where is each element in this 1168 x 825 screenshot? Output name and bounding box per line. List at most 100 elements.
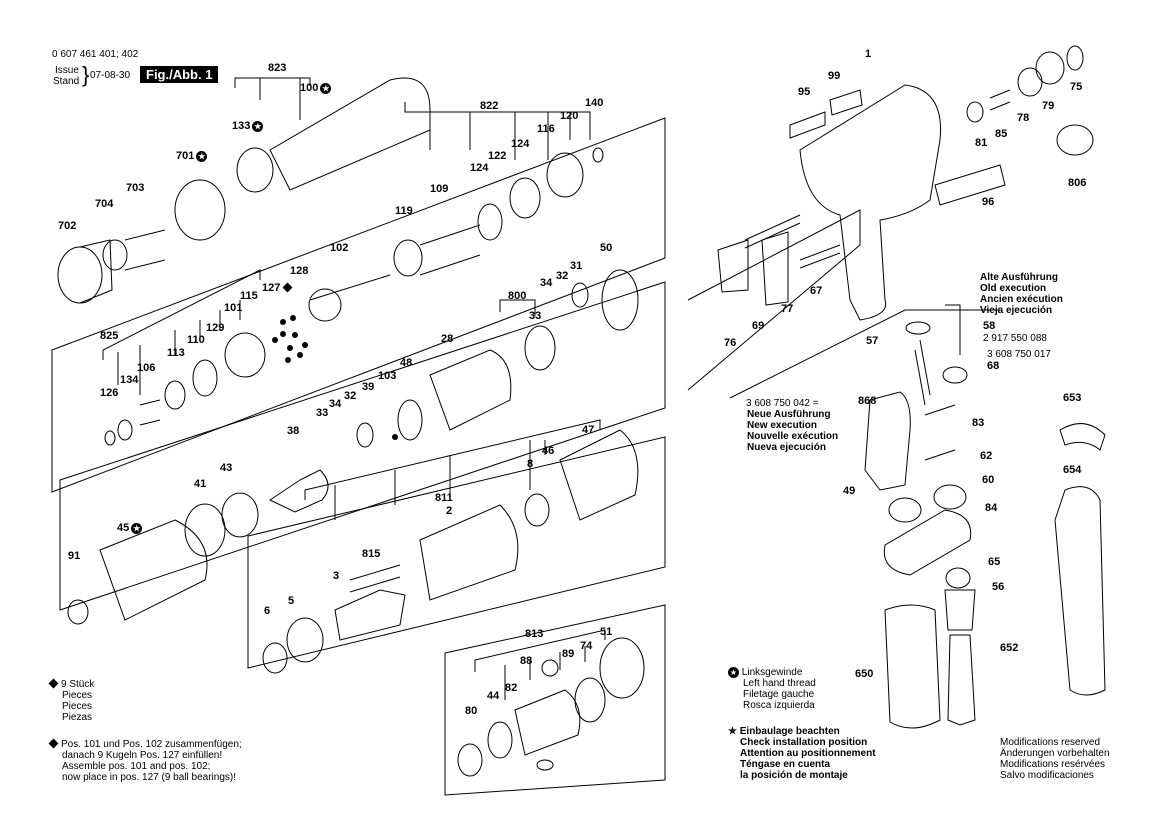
callout-number: 77 — [781, 303, 794, 315]
callout-124: 124 — [511, 138, 529, 150]
callout-823: 823 — [268, 62, 286, 74]
callout-number: 103 — [378, 370, 397, 382]
callout-number: 815 — [362, 548, 381, 560]
callout-number: 822 — [480, 100, 499, 112]
callout-number: 1 — [865, 48, 872, 60]
part-868-pin — [914, 339, 931, 406]
callout-653: 653 — [1063, 392, 1081, 404]
part-701-housing — [174, 179, 226, 241]
callout-number: 56 — [992, 581, 1005, 593]
callout-69: 69 — [752, 320, 764, 332]
callout-number: 122 — [488, 150, 507, 162]
issue-label: Issue — [55, 65, 79, 76]
callout-41: 41 — [194, 478, 206, 490]
callout-number: 100 — [300, 82, 319, 94]
part-79-bushing — [1035, 51, 1065, 85]
part-62-screen — [888, 497, 922, 523]
callout-number: 127 — [262, 282, 281, 294]
callout-129: 129 — [206, 322, 224, 334]
callout-number: 45 — [117, 522, 130, 534]
part-75-ring — [1066, 45, 1084, 71]
part-140-ring — [592, 147, 604, 163]
callout-number: 84 — [985, 502, 998, 514]
legend-left-thread: ★ Linksgewinde Left hand thread Filetage… — [728, 667, 816, 711]
callout-number: 62 — [980, 450, 993, 462]
callout-113: 113 — [167, 347, 185, 359]
callout-number: 89 — [562, 648, 575, 660]
part-57-gasket — [905, 321, 931, 335]
part-number: 0 607 461 401; 402 — [52, 49, 139, 60]
callout-39: 39 — [362, 381, 374, 393]
left-thread-star-icon: ★ — [131, 523, 143, 534]
callout-number: 38 — [287, 425, 300, 437]
part-68-number: 3 608 750 017 — [987, 349, 1051, 360]
part-5-bearing-plate — [286, 617, 324, 663]
callout-number: 43 — [220, 462, 233, 474]
callout-99: 99 — [828, 70, 840, 82]
part-120-clutch — [546, 152, 584, 198]
callout-127: 127 — [262, 282, 295, 294]
modifications-note: Modifications reserved Änderungen vorbeh… — [1000, 737, 1110, 781]
callout-100: 100★ — [300, 82, 332, 94]
callout-652: 652 — [1000, 642, 1018, 654]
part-113-sleeve — [164, 380, 186, 410]
callout-number: 58 — [983, 320, 996, 332]
part-68-screw — [942, 366, 968, 384]
callout-109: 109 — [430, 183, 448, 195]
part-3-rotor — [334, 589, 406, 641]
part-806-valve-assembly — [1056, 124, 1094, 156]
part-1-housing — [799, 84, 942, 321]
part-110-ring — [192, 359, 218, 397]
part-128-balls — [272, 315, 398, 440]
callout-1: 1 — [865, 48, 871, 60]
frame-upper-assembly — [51, 117, 666, 493]
callout-8: 8 — [527, 458, 533, 470]
callout-81: 81 — [975, 137, 987, 149]
callout-number: 101 — [224, 302, 243, 314]
stand-label: Stand — [53, 76, 80, 87]
callout-77: 77 — [781, 303, 793, 315]
part-116-ring — [509, 177, 541, 219]
callout-number: 702 — [58, 220, 77, 232]
callout-number: 653 — [1063, 392, 1082, 404]
callout-110: 110 — [187, 334, 205, 346]
part-51-nut — [599, 637, 645, 699]
part-119-washer — [393, 239, 423, 277]
callout-60: 60 — [982, 474, 994, 486]
callout-128: 128 — [290, 265, 308, 277]
frame-valve-assembly — [444, 604, 666, 796]
callout-124: 124 — [470, 162, 488, 174]
callout-43: 43 — [220, 462, 232, 474]
part-58-pin — [945, 304, 961, 355]
callout-number: 39 — [362, 381, 375, 393]
callout-126: 126 — [100, 387, 118, 399]
callout-58: 58 — [983, 320, 995, 332]
part-134-ring — [117, 419, 133, 441]
part-49-filter — [864, 391, 911, 491]
callout-650: 650 — [855, 668, 873, 680]
callout-number: 81 — [975, 137, 988, 149]
callout-120: 120 — [560, 110, 578, 122]
part-28-ring-gear — [429, 349, 512, 431]
figure-label: Fig./Abb. 1 — [140, 66, 219, 83]
part-126-ring — [104, 430, 116, 446]
callout-number: 95 — [798, 86, 811, 98]
callout-67: 67 — [810, 285, 822, 297]
part-45-housing — [99, 519, 208, 621]
callout-74: 74 — [580, 640, 592, 652]
part-65-ring — [945, 567, 971, 589]
callout-number: 88 — [520, 655, 533, 667]
callout-82: 82 — [505, 682, 517, 694]
part-81-sleeve — [966, 101, 984, 123]
part-2-rotor-housing — [419, 504, 519, 601]
callout-89: 89 — [562, 648, 574, 660]
callout-number: 76 — [724, 337, 737, 349]
callout-62: 62 — [980, 450, 992, 462]
part-89-valve — [541, 659, 559, 677]
callout-49: 49 — [843, 485, 855, 497]
callout-number: 650 — [855, 668, 874, 680]
callout-number: 823 — [268, 62, 287, 74]
part-88-valve-body — [514, 689, 581, 756]
callout-number: 126 — [100, 387, 119, 399]
part-74-ring — [574, 677, 606, 723]
